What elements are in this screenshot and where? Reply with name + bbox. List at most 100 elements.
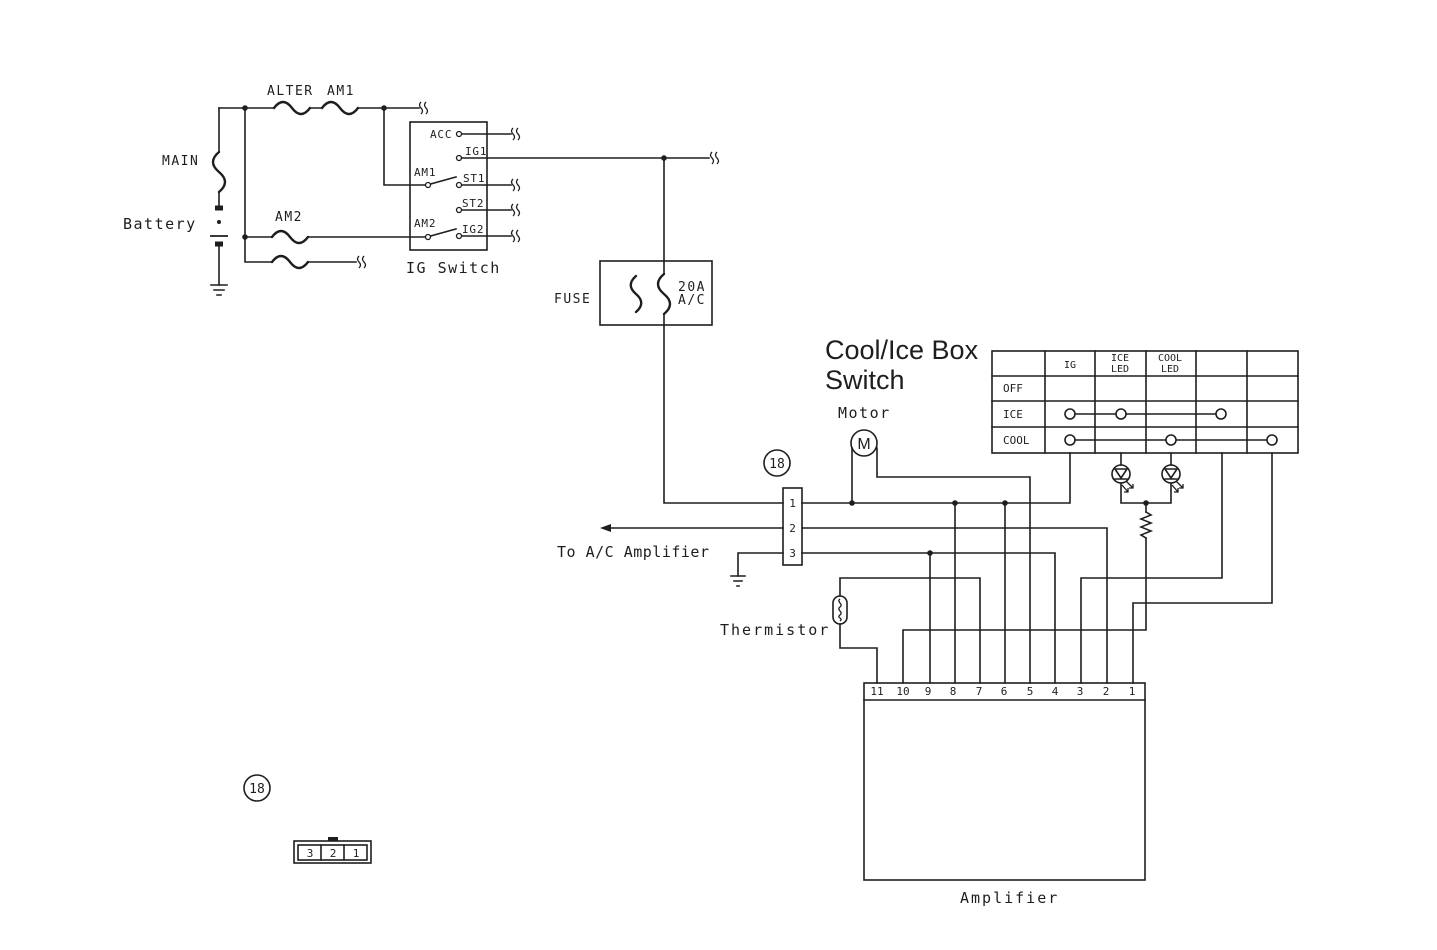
wire-resistor-to-amp-10	[902, 537, 1147, 684]
connector-view-id-circle	[243, 774, 271, 802]
wire-amp-1-to-switch	[1132, 452, 1273, 684]
fuse-label: FUSE	[554, 292, 591, 307]
ig-switch: ACC IG1 AM1 ST1 ST2 AM2 IG2 IG Switch	[406, 121, 521, 277]
contact-circle	[1215, 408, 1227, 420]
ground-icon	[210, 284, 228, 296]
connector-id-circle	[763, 449, 791, 477]
ig-switch-body	[409, 121, 488, 251]
wire-ig-outputs	[460, 133, 512, 237]
terminal-ig2-label: IG2	[462, 223, 484, 236]
connector-cavity-label: 2	[330, 847, 337, 860]
junction-dot	[242, 105, 248, 111]
amplifier-pin-label: 10	[896, 685, 909, 698]
motor: Motor M	[838, 404, 889, 457]
terminal-st1	[455, 181, 463, 189]
contact-circle	[1266, 434, 1278, 446]
terminal-ig2	[455, 232, 463, 240]
column-header-ig: IG	[1064, 360, 1076, 371]
column-header-cool-led: COOL	[1158, 353, 1182, 364]
amplifier-pin-label: 11	[870, 685, 883, 698]
contact-circle	[1064, 434, 1076, 446]
amplifier-pin-label: 5	[1027, 685, 1034, 698]
wire-am1-feed	[383, 107, 427, 186]
row-label-cool: COOL	[1003, 434, 1030, 447]
connector-pin-label: 1	[789, 497, 796, 510]
terminal-acc	[455, 130, 463, 138]
ground-icon	[730, 575, 746, 587]
connector-view-id-label: 18	[249, 782, 265, 797]
led-emission-arrows	[1171, 480, 1184, 493]
wire-pin3-to-amp-4	[801, 552, 1056, 684]
terminal-st2	[455, 206, 463, 214]
alter-fuse-icon	[272, 100, 312, 116]
led-body	[1161, 464, 1181, 484]
terminal-am2-label: AM2	[414, 217, 436, 230]
led-emission-arrows	[1121, 480, 1134, 493]
row-label-ice: ICE	[1003, 408, 1023, 421]
ig-switch-title: IG Switch	[406, 259, 501, 277]
terminal-st1-label: ST1	[463, 172, 485, 185]
fuse-icon	[629, 274, 643, 314]
ice-led-icon	[1111, 464, 1134, 493]
to-ac-amplifier-label: To A/C Amplifier	[557, 543, 710, 561]
am1-fuse-label: AM1	[327, 84, 355, 99]
fuse-box-body	[599, 260, 713, 326]
row-label-off: OFF	[1003, 382, 1023, 395]
led-diode	[1163, 468, 1179, 480]
led-diode	[1113, 468, 1129, 480]
ac-fuse-icon	[656, 272, 672, 316]
main-fuse-label: MAIN	[162, 154, 199, 169]
wire-break-icon	[356, 255, 367, 269]
connector-view-inner	[297, 844, 368, 861]
junction-dot	[1002, 500, 1008, 506]
fuse-box: FUSE 20A A/C	[460, 151, 784, 504]
junction-dot	[849, 500, 855, 506]
wire-break-icon	[709, 151, 720, 165]
resistor-icon	[1138, 510, 1154, 540]
switch-lever-am2	[429, 228, 457, 237]
wire-break-icon	[510, 203, 521, 217]
column-header-ice-led: ICE	[1111, 353, 1129, 364]
wire-break-icon	[418, 101, 429, 115]
contact-circle	[1064, 408, 1076, 420]
wire-pin3-ground	[737, 552, 784, 577]
wire-led-return	[1120, 482, 1172, 504]
am2-fuse-icon	[270, 229, 310, 245]
power-supply-circuit: ALTER AM1 MAIN Battery AM2	[123, 84, 429, 296]
switch-lever-am1	[429, 176, 457, 185]
battery-label: Battery	[123, 215, 197, 233]
switch-table-grid	[991, 350, 1299, 454]
wire-break-icon	[510, 229, 521, 243]
amplifier-body	[863, 682, 1146, 881]
column-header-ice-led: LED	[1111, 364, 1129, 375]
cool-ice-box-switch: Cool/Ice Box Switch IG ICE LED COOL LED …	[825, 335, 1299, 493]
terminal-am1-label: AM1	[414, 166, 436, 179]
wire-branch-vertical	[244, 107, 357, 263]
amplifier-pin-label: 2	[1103, 685, 1110, 698]
wire-thermistor-to-amp-11	[839, 623, 878, 684]
wire-motor-to-amp-5	[876, 447, 1031, 684]
junction-dot	[381, 105, 387, 111]
thermistor-element	[838, 598, 842, 622]
fuse-icon	[270, 254, 310, 270]
amplifier-pin-label: 4	[1052, 685, 1059, 698]
wire-amp-3-to-switch	[1080, 452, 1223, 684]
led-body	[1111, 464, 1131, 484]
battery-icon	[210, 205, 228, 247]
amplifier-label: Amplifier	[960, 889, 1059, 907]
am2-fuse-label: AM2	[275, 210, 303, 225]
connector-18: 18 1 2 3 To A/C Amplifier	[557, 449, 803, 587]
harness-wiring	[801, 447, 1273, 684]
junction-dot	[1143, 500, 1149, 506]
wire-pin1-to-ig	[801, 452, 1071, 504]
terminal-am1	[424, 181, 432, 189]
amplifier-pin-label: 6	[1001, 685, 1008, 698]
amplifier: 11 10 9 8 7 6 5 4 3 2 1 Amplifier	[863, 682, 1146, 907]
amplifier-pin-label: 7	[976, 685, 983, 698]
alter-fuse-label: ALTER	[267, 84, 314, 99]
connector-pin-label: 2	[789, 522, 796, 535]
cool-led-icon	[1161, 464, 1184, 493]
connector-cavity-label: 3	[307, 847, 314, 860]
